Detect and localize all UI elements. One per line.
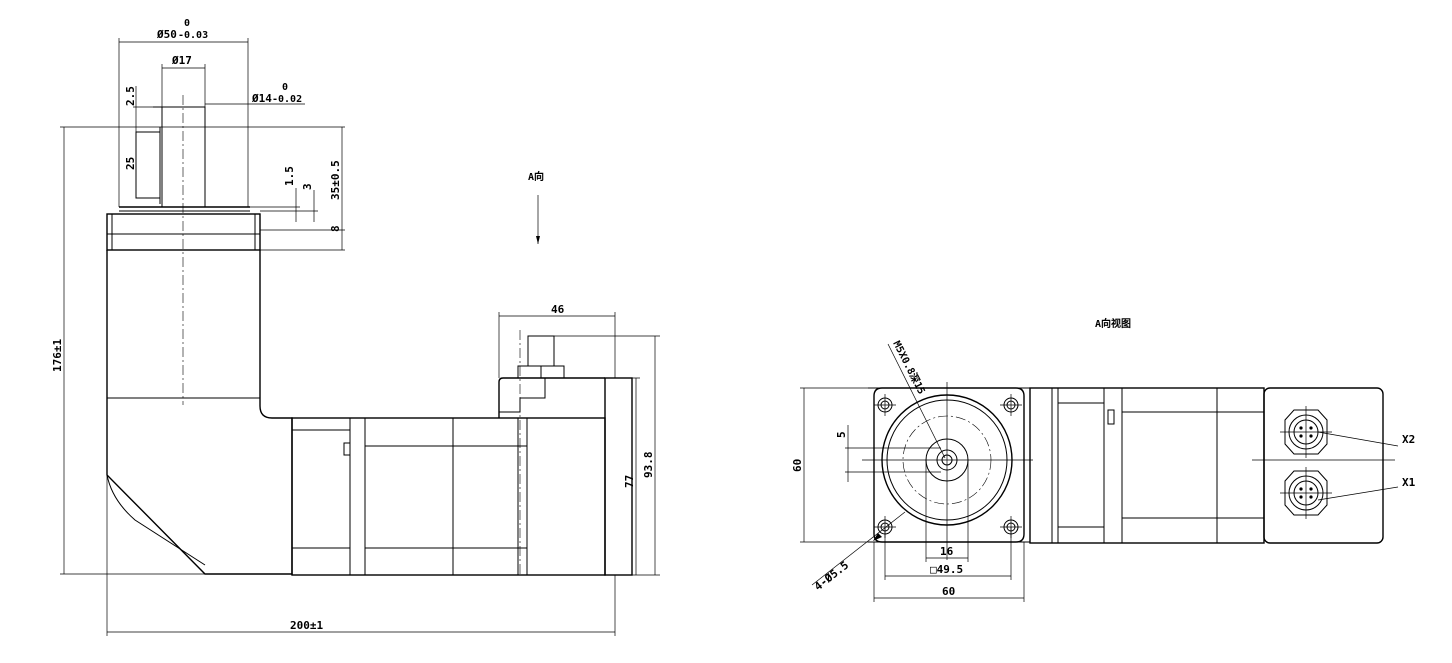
dim-key-offset: 2.5	[124, 86, 137, 106]
label-x1: X1	[1402, 476, 1416, 489]
dim-square-60-h: 60	[942, 585, 955, 598]
connector-plug	[527, 335, 555, 367]
dim-shaft-diameter: Ø14	[251, 92, 272, 105]
keyway	[135, 131, 161, 199]
motor-body	[291, 417, 606, 576]
dim-flange-tol-lower: -0.03	[178, 30, 208, 41]
dim-shaft-tol-lower: -0.02	[272, 94, 302, 105]
dim-bolt-square: □49.5	[930, 563, 963, 576]
mounting-holes	[874, 394, 1022, 538]
dim-square-60-v: 60	[791, 459, 804, 472]
dim-overall-length: 200±1	[290, 619, 323, 632]
dim-key-length: 25	[124, 157, 137, 170]
dim-1-5: 1.5	[283, 166, 296, 186]
dim-flange-tol-upper: 0	[184, 18, 190, 29]
motor-body-a-view	[1029, 387, 1265, 544]
a-view-dimensions: 60 5 16 □49.5 60 M5X0.8深15	[791, 338, 1025, 602]
view-a-arrow: A向	[528, 170, 544, 244]
dim-3: 3	[301, 183, 314, 190]
dim-flange-thickness: 8	[329, 225, 342, 232]
dim-motor-height: 77	[623, 475, 636, 488]
dim-flange-diameter: Ø50	[156, 28, 177, 41]
gearbox-housing	[106, 250, 293, 575]
dim-shaft-tol-upper: 0	[282, 82, 288, 93]
connector-x1: X1	[1280, 467, 1416, 519]
connector-plate	[1263, 387, 1384, 544]
dim-total-height: 93.8	[642, 452, 655, 479]
connector-housing	[498, 377, 605, 418]
connector-x2: X2	[1280, 406, 1415, 458]
side-view: Ø50 0 -0.03 Ø17 Ø14 0 -0.02 2.5 25	[51, 18, 660, 636]
dim-mount-holes: 4-Ø5.5	[812, 559, 851, 594]
view-a-title: A向视图	[1095, 317, 1131, 330]
a-view: A向视图	[791, 317, 1416, 602]
view-a-arrow-label: A向	[528, 170, 544, 183]
label-x2: X2	[1402, 433, 1415, 446]
dim-key-width: 5	[835, 431, 848, 438]
output-shaft	[161, 106, 206, 208]
side-view-dimensions: Ø50 0 -0.03 Ø17 Ø14 0 -0.02 2.5 25	[51, 18, 660, 636]
dim-connector-width: 46	[551, 303, 565, 316]
dim-shaft-length: 35±0.5	[329, 160, 342, 200]
dim-16: 16	[940, 545, 954, 558]
dim-pilot-diameter: Ø17	[171, 54, 192, 67]
gearbox-flange	[106, 213, 261, 251]
dim-overall-height: 176±1	[51, 339, 64, 372]
